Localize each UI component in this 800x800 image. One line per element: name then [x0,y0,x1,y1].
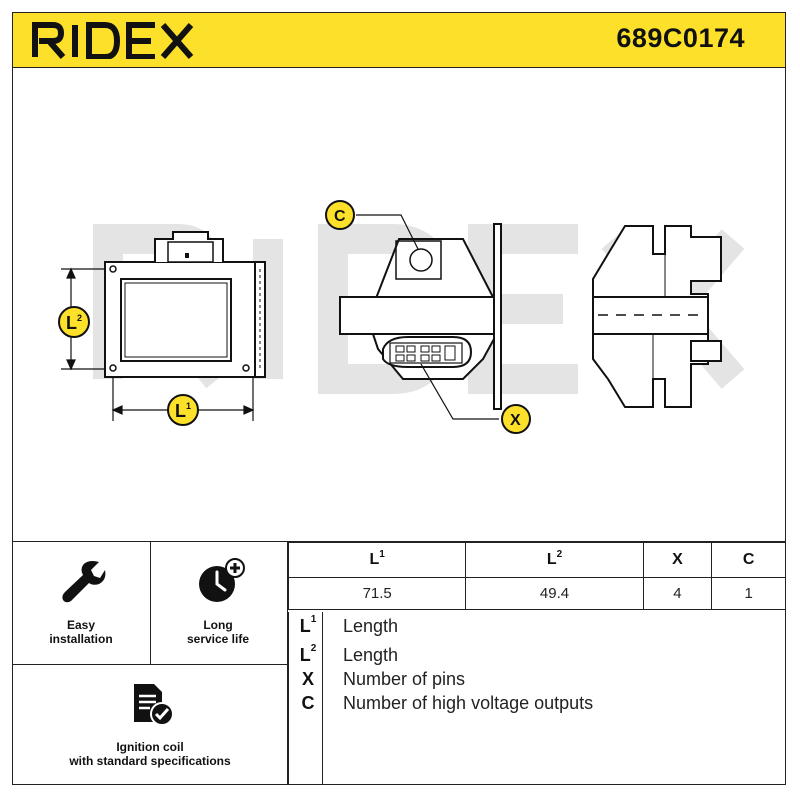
section-divider [12,541,786,542]
label-x-badge: X [501,404,531,434]
technical-drawing: L 2 L 1 C X [58,200,745,434]
leader-lines [356,214,499,420]
feature-easy-installation: Easy installation [49,618,113,646]
header-bar: 689C0174 [12,12,786,68]
legend: L1 Length L2 Length X Number of pins C N… [288,612,786,785]
svg-text:X: X [510,412,521,429]
svg-text:1: 1 [186,401,191,411]
dimension-lines [61,267,255,421]
spec-header-row: L1 L2 X C [287,542,786,578]
spec-header-c: C [711,542,786,578]
spec-header-x: X [642,542,713,578]
spec-header-l1: L1 [287,542,467,578]
top-view [592,225,722,408]
svg-text:C: C [334,208,346,225]
side-view [339,223,502,410]
features-panel: Easy installation Long service life Igni… [12,542,288,785]
legend-divider [322,612,323,785]
label-l1-badge: L 1 [167,394,199,426]
svg-text:2: 2 [77,313,82,323]
front-view [104,231,266,378]
spec-value-x: 4 [642,577,713,610]
svg-text:L: L [175,401,186,421]
label-l2-badge: L 2 [58,306,90,338]
wrench-icon [62,561,106,603]
features-divider-h [12,664,288,665]
spec-value-l2: 49.4 [465,577,644,610]
spec-table: L1 L2 X C 71.5 49.4 4 1 [287,542,786,610]
feature-standard-specifications: Ignition coil with standard specificatio… [69,740,231,768]
clock-plus-icon [199,558,245,602]
features-divider-right [287,542,288,785]
spec-value-row: 71.5 49.4 4 1 [287,577,786,610]
features-divider-v [150,542,151,664]
feature-long-service-life: Long service life [186,618,250,646]
document-check-icon [134,684,174,726]
spec-value-c: 1 [711,577,786,610]
part-number: 689C0174 [616,23,745,53]
label-c-badge: C [325,200,355,230]
svg-text:L: L [66,313,77,333]
spec-value-l1: 71.5 [287,577,467,610]
ridex-logo [32,22,194,59]
spec-header-l2: L2 [465,542,644,578]
